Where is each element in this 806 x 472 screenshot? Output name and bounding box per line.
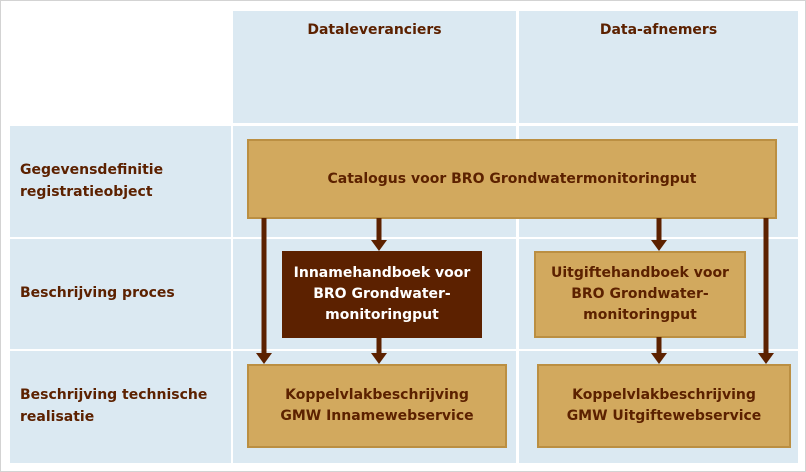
- row-label-technische-realisatie: Beschrijving technische realisatie: [10, 351, 231, 463]
- arrow-stem: [376, 218, 382, 242]
- column-header-dataleveranciers: Dataleveranciers: [233, 11, 516, 123]
- row-label-gegevensdefinitie: Gegevensdefinitie registratieobject: [10, 126, 231, 237]
- arrow-head-icon: [371, 353, 387, 364]
- arrow-stem: [261, 218, 267, 355]
- row-label-gegevensdefinitie-text: Gegevensdefinitie registratieobject: [20, 161, 164, 200]
- innamehandboek-box-label: Innamehandboek voor BRO Grondwater- moni…: [293, 265, 471, 323]
- arrow-catalogus-to-koppelvlak-uitgifte: [758, 218, 774, 364]
- koppelvlak-uitgifte-box-label: Koppelvlakbeschrijving GMW Uitgiftewebse…: [566, 387, 762, 424]
- row-label-technische-realisatie-text: Beschrijving technische realisatie: [20, 387, 208, 425]
- row-label-beschrijving-proces: Beschrijving proces: [10, 239, 231, 349]
- arrow-head-icon: [256, 353, 272, 364]
- koppelvlak-inname-box: Koppelvlakbeschrijving GMW Innamewebserv…: [247, 364, 507, 448]
- koppelvlak-inname-box-label: Koppelvlakbeschrijving GMW Innamewebserv…: [280, 387, 474, 424]
- column-header-data-afnemers: Data-afnemers: [519, 11, 798, 123]
- arrow-head-icon: [651, 353, 667, 364]
- arrow-stem: [763, 218, 769, 355]
- arrow-catalogus-to-uitgiftehandboek: [651, 218, 667, 251]
- arrow-head-icon: [651, 240, 667, 251]
- arrow-stem: [376, 337, 382, 355]
- arrow-head-icon: [758, 353, 774, 364]
- arrow-stem: [656, 337, 662, 355]
- catalogus-box: Catalogus voor BRO Grondwatermonitoringp…: [247, 139, 777, 219]
- row-label-beschrijving-proces-text: Beschrijving proces: [20, 285, 175, 302]
- column-header-dataleveranciers-label: Dataleveranciers: [307, 22, 442, 38]
- arrow-uitgiftehandboek-to-koppelvlak-uitgifte: [651, 337, 667, 364]
- arrow-catalogus-to-innamehandboek: [371, 218, 387, 251]
- column-header-data-afnemers-label: Data-afnemers: [599, 22, 718, 38]
- arrow-head-icon: [371, 240, 387, 251]
- arrow-catalogus-to-koppelvlak-inname: [256, 218, 272, 364]
- catalogus-box-label: Catalogus voor BRO Grondwatermonitoringp…: [327, 170, 697, 187]
- arrow-stem: [656, 218, 662, 242]
- uitgiftehandboek-box: Uitgiftehandboek voor BRO Grondwater- mo…: [534, 251, 746, 338]
- arrow-innamehandboek-to-koppelvlak-inname: [371, 337, 387, 364]
- innamehandboek-box: Innamehandboek voor BRO Grondwater- moni…: [282, 251, 482, 338]
- uitgiftehandboek-box-label: Uitgiftehandboek voor BRO Grondwater- mo…: [551, 265, 729, 323]
- koppelvlak-uitgifte-box: Koppelvlakbeschrijving GMW Uitgiftewebse…: [537, 364, 791, 448]
